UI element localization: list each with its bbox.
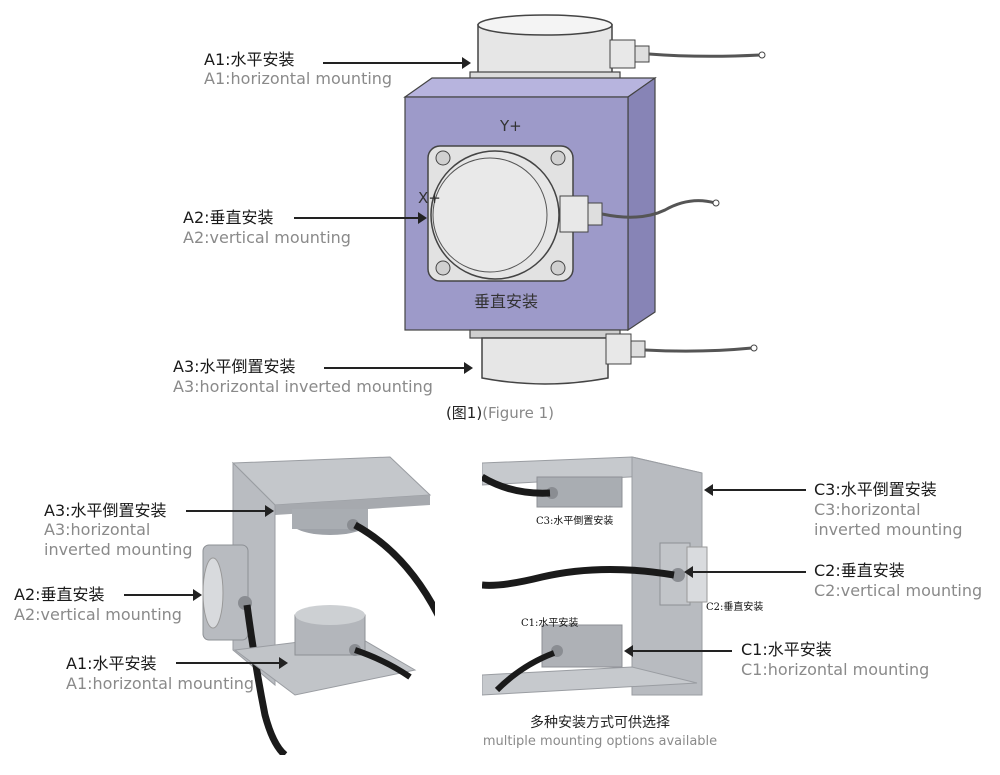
fig1-a3-cn: A3:水平倒置安装 — [173, 357, 296, 376]
block-y-plus-label: Y+ — [500, 117, 522, 135]
left-a3-en1: A3:horizontal — [44, 520, 151, 539]
left-a3-cn: A3:水平倒置安装 — [44, 501, 167, 520]
fig1-a3-arrow — [324, 362, 473, 374]
figure1-caption: (图1)(Figure 1) — [0, 402, 1000, 423]
bottom-sensor-cylinder — [469, 329, 758, 385]
right-c1-en: C1:horizontal mounting — [741, 660, 930, 679]
footer-en: multiple mounting options available — [482, 734, 718, 749]
footer-cn: 多种安装方式可供选择 — [530, 715, 670, 731]
right-c1-cn: C1:水平安装 — [741, 640, 832, 659]
right-inline-c2: C2:垂直安装 — [706, 602, 764, 613]
left-a1-arrow — [176, 657, 288, 669]
right-inline-c1: C1:水平安装 — [521, 618, 579, 629]
fig1-a1-cn: A1:水平安装 — [204, 50, 295, 69]
left-a2-arrow — [124, 589, 202, 601]
left-a3-en2: inverted mounting — [44, 540, 193, 559]
block-vertical-label: 垂直安装 — [474, 292, 539, 311]
left-a2-en: A2:vertical mounting — [14, 605, 182, 624]
figure1-drawing — [403, 14, 766, 385]
left-a2-cn: A2:垂直安装 — [14, 585, 105, 604]
right-c3-en2: inverted mounting — [814, 520, 963, 539]
right-c1-arrow — [624, 645, 732, 657]
fig1-a1-arrow — [323, 57, 471, 69]
fig1-a3-en: A3:horizontal inverted mounting — [173, 377, 433, 396]
right-inline-c3: C3:水平倒置安装 — [536, 516, 614, 527]
right-c2-en: C2:vertical mounting — [814, 581, 983, 600]
right-c3-arrow — [704, 484, 806, 496]
block-x-plus-label: X+ — [418, 189, 441, 207]
right-c3-cn: C3:水平倒置安装 — [814, 480, 937, 499]
right-c2-cn: C2:垂直安装 — [814, 561, 905, 580]
left-a3-arrow — [186, 505, 274, 517]
figure1-caption-en: (Figure 1) — [482, 404, 555, 422]
right-c2-arrow — [684, 566, 806, 578]
left-mounting-photo — [202, 456, 435, 755]
left-a1-en: A1:horizontal mounting — [66, 674, 255, 693]
right-c3-en1: C3:horizontal — [814, 500, 921, 519]
right-mounting-photo — [482, 456, 708, 696]
front-sensor — [427, 145, 720, 282]
fig1-a1-en: A1:horizontal mounting — [204, 69, 393, 88]
fig1-a2-cn: A2:垂直安装 — [183, 208, 274, 227]
figure1-caption-cn: (图1) — [445, 404, 483, 422]
fig1-a2-arrow — [294, 212, 427, 224]
left-a1-cn: A1:水平安装 — [66, 654, 157, 673]
fig1-a2-en: A2:vertical mounting — [183, 228, 351, 247]
